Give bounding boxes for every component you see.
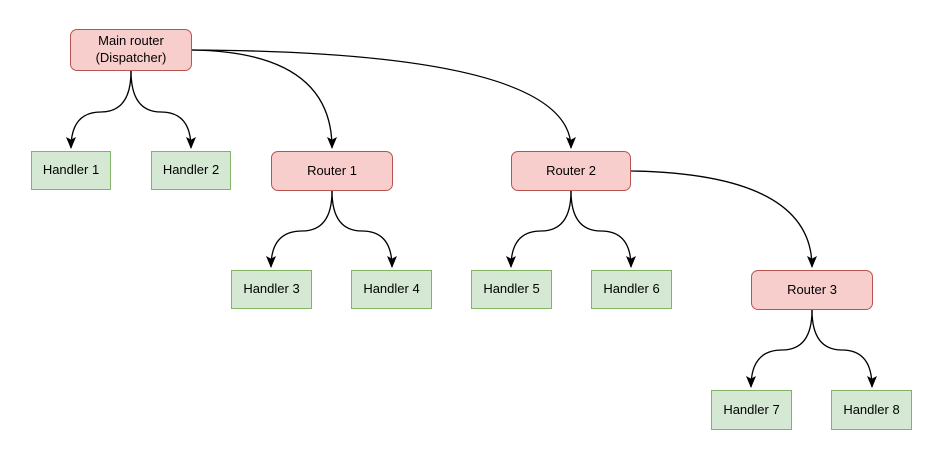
node-handler-7-label: Handler 7 [723,401,780,417]
node-handler-5: Handler 5 [471,270,552,309]
edge-main-to-handler-2 [130,70,196,149]
edge-router-1-to-handler-3 [266,190,333,268]
edge-main-to-router-2 [191,49,576,149]
edge-router-1-to-handler-4 [331,190,397,268]
node-handler-7: Handler 7 [711,390,792,430]
node-handler-8-label: Handler 8 [843,401,900,417]
node-handler-1: Handler 1 [31,151,111,190]
node-handler-1-label: Handler 1 [42,162,100,178]
edge-main-to-handler-1 [66,70,132,149]
node-handler-6-label: Handler 6 [603,281,660,297]
node-router-1-label: Router 1 [307,162,357,178]
edge-router-2-to-handler-6 [570,190,636,268]
node-main-router: Main router (Dispatcher) [70,29,192,71]
node-handler-5-label: Handler 5 [483,281,540,297]
edge-router-3-to-handler-7 [746,309,813,388]
node-router-3: Router 3 [751,270,873,310]
edge-router-3-to-handler-8 [811,309,877,388]
node-router-2: Router 2 [511,151,631,191]
node-handler-2: Handler 2 [151,151,231,190]
node-handler-2-label: Handler 2 [162,162,220,178]
node-handler-3-label: Handler 3 [243,281,300,297]
edge-router-2-to-router-3 [630,170,817,268]
node-router-2-label: Router 2 [546,162,596,178]
node-router-1: Router 1 [271,151,393,191]
node-router-3-label: Router 3 [787,281,837,297]
edge-main-to-router-1 [191,49,337,149]
node-handler-4-label: Handler 4 [363,281,420,297]
node-handler-8: Handler 8 [831,390,912,430]
node-handler-6: Handler 6 [591,270,672,309]
edge-router-2-to-handler-5 [506,190,572,268]
node-main-router-label: Main router (Dispatcher) [95,33,167,65]
node-handler-4: Handler 4 [351,270,432,309]
node-handler-3: Handler 3 [231,270,312,309]
